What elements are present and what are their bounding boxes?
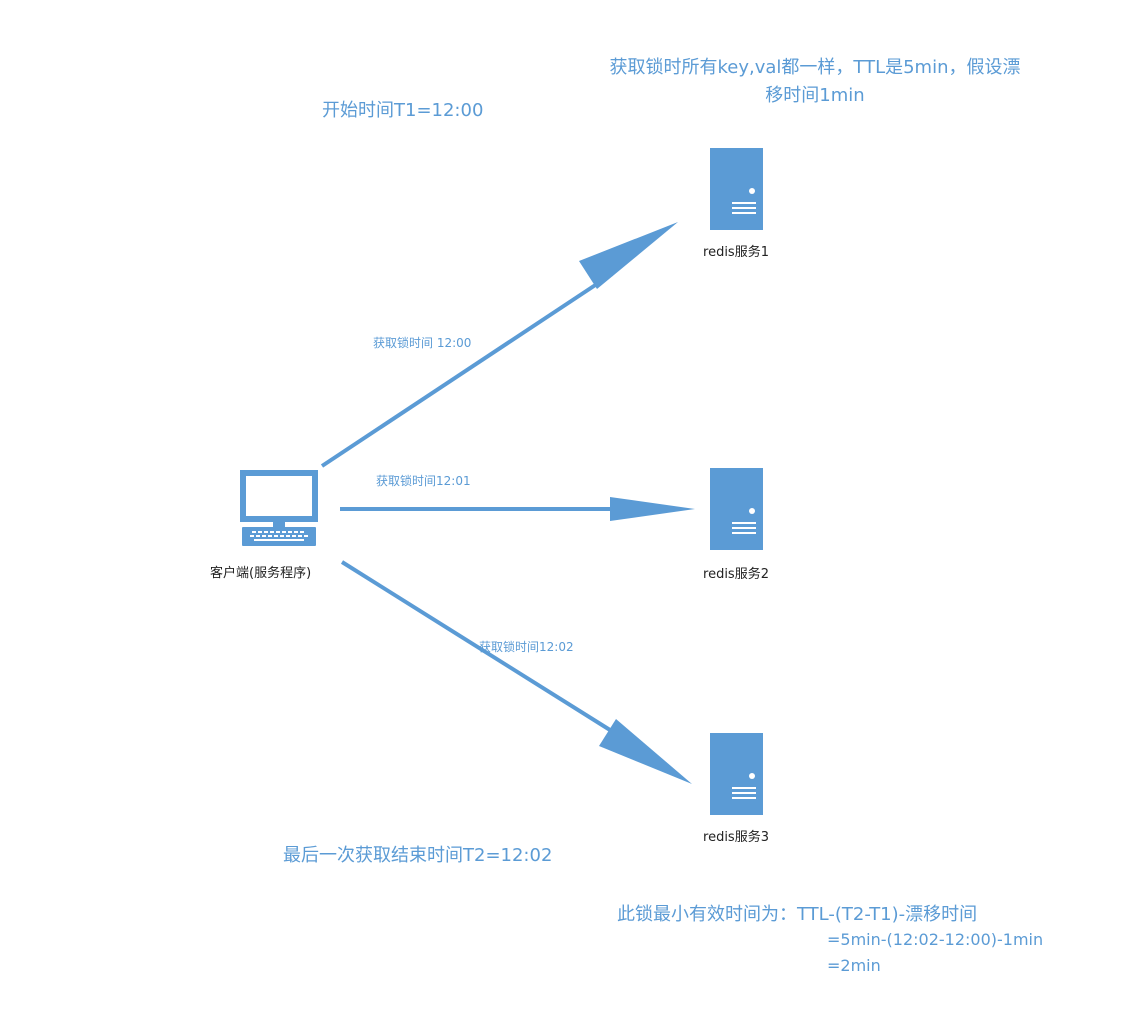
- arrowhead: [599, 719, 692, 784]
- server-label-1: redis服务1: [703, 245, 769, 260]
- client-label: 客户端(服务程序): [210, 566, 312, 581]
- arrowhead: [610, 497, 695, 521]
- edge-label-2: 获取锁时间12:01: [376, 474, 471, 488]
- note-top-line1: 获取锁时所有key,val都一样，TTL是5min，假设漂: [609, 57, 1021, 78]
- end-time-label: 最后一次获取结束时间T2=12:02: [283, 845, 553, 866]
- edge-to-redis-2: [340, 497, 695, 521]
- edge-label-1: 获取锁时间 12:00: [373, 336, 472, 350]
- server-icon: [710, 148, 763, 230]
- start-time-label: 开始时间T1=12:00: [322, 100, 484, 121]
- server-icon: [710, 468, 763, 550]
- edge-arrows: [320, 222, 695, 784]
- note-top-line2: 移时间1min: [765, 85, 865, 106]
- arrowhead: [579, 222, 678, 289]
- edge-label-3: 获取锁时间12:02: [479, 640, 574, 654]
- computer-icon: [240, 470, 318, 546]
- formula-line2: =5min-(12:02-12:00)-1min: [827, 930, 1044, 949]
- server-icon: [710, 733, 763, 815]
- note-top: 获取锁时所有key,val都一样，TTL是5min，假设漂 移时间1min: [560, 53, 1070, 107]
- formula-line1: 此锁最小有效时间为：TTL-(T2-T1)-漂移时间: [617, 904, 978, 925]
- edge-to-redis-1: [320, 222, 678, 468]
- server-label-3: redis服务3: [703, 830, 769, 845]
- server-label-2: redis服务2: [703, 567, 769, 582]
- formula-line3: =2min: [827, 956, 881, 975]
- edge-to-redis-3: [340, 560, 692, 784]
